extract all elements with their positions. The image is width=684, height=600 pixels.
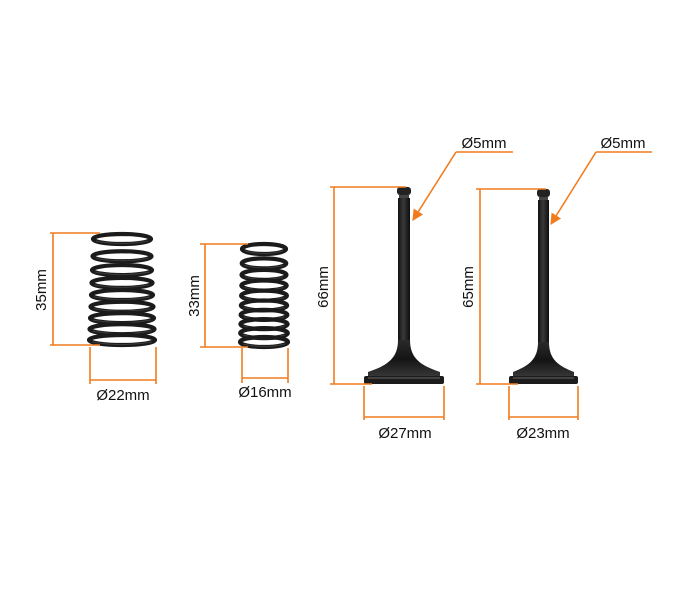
small-spring: [237, 241, 291, 350]
large-spring-diameter-dimension: [89, 347, 157, 384]
spring-coil-highlight: [95, 257, 149, 262]
exhaust-valve-height-dimension: [476, 188, 546, 385]
spring-coil: [89, 275, 155, 290]
exhaust-valve-head-label: Ø23mm: [516, 425, 569, 442]
spring-coil-highlight: [244, 250, 284, 254]
spring-coil: [90, 231, 154, 247]
intake-valve-group: 66mm Ø27mm Ø5mm: [315, 135, 513, 442]
large-spring-height-dimension: [50, 232, 100, 346]
large-spring-group: 35mm Ø22mm: [33, 231, 158, 404]
exhaust-valve: [509, 189, 578, 384]
spring-coil-highlight: [94, 284, 150, 288]
spring-coil: [239, 256, 289, 271]
large-spring-diameter-label: Ø22mm: [96, 387, 149, 404]
spring-coil-highlight: [93, 296, 151, 301]
large-spring: [86, 231, 158, 348]
intake-valve-height-dimension: [330, 186, 406, 385]
spring-coil: [239, 241, 289, 257]
spring-coil-highlight: [95, 240, 149, 244]
spring-coil: [237, 334, 291, 350]
small-spring-diameter-label: Ø16mm: [238, 384, 291, 401]
large-spring-height-label: 35mm: [33, 269, 50, 311]
small-spring-diameter-dimension: [241, 348, 289, 383]
exhaust-valve-group: 65mm Ø23mm Ø5mm: [460, 135, 652, 442]
spring-coil-highlight: [242, 343, 286, 347]
exhaust-valve-stem-callout: [550, 151, 652, 225]
exhaust-valve-height-label: 65mm: [460, 266, 477, 308]
intake-valve-height-label: 66mm: [315, 266, 332, 308]
spring-coil-highlight: [91, 341, 153, 345]
intake-valve-stem-label: Ø5mm: [462, 135, 507, 152]
spring-coil: [90, 249, 154, 264]
exhaust-valve-stem-label: Ø5mm: [601, 135, 646, 152]
small-spring-height-label: 33mm: [186, 275, 203, 317]
intake-valve-head-label: Ø27mm: [378, 425, 431, 442]
intake-valve: [364, 187, 444, 384]
spring-coil: [89, 262, 155, 278]
intake-valve-head-dimension: [363, 386, 445, 420]
spring-coil-highlight: [94, 271, 150, 276]
small-spring-height-dimension: [200, 243, 248, 348]
small-spring-group: 33mm Ø16mm: [186, 241, 292, 401]
exhaust-valve-head-dimension: [508, 386, 579, 420]
spring-coil: [239, 267, 289, 282]
intake-valve-stem-callout: [412, 151, 513, 221]
